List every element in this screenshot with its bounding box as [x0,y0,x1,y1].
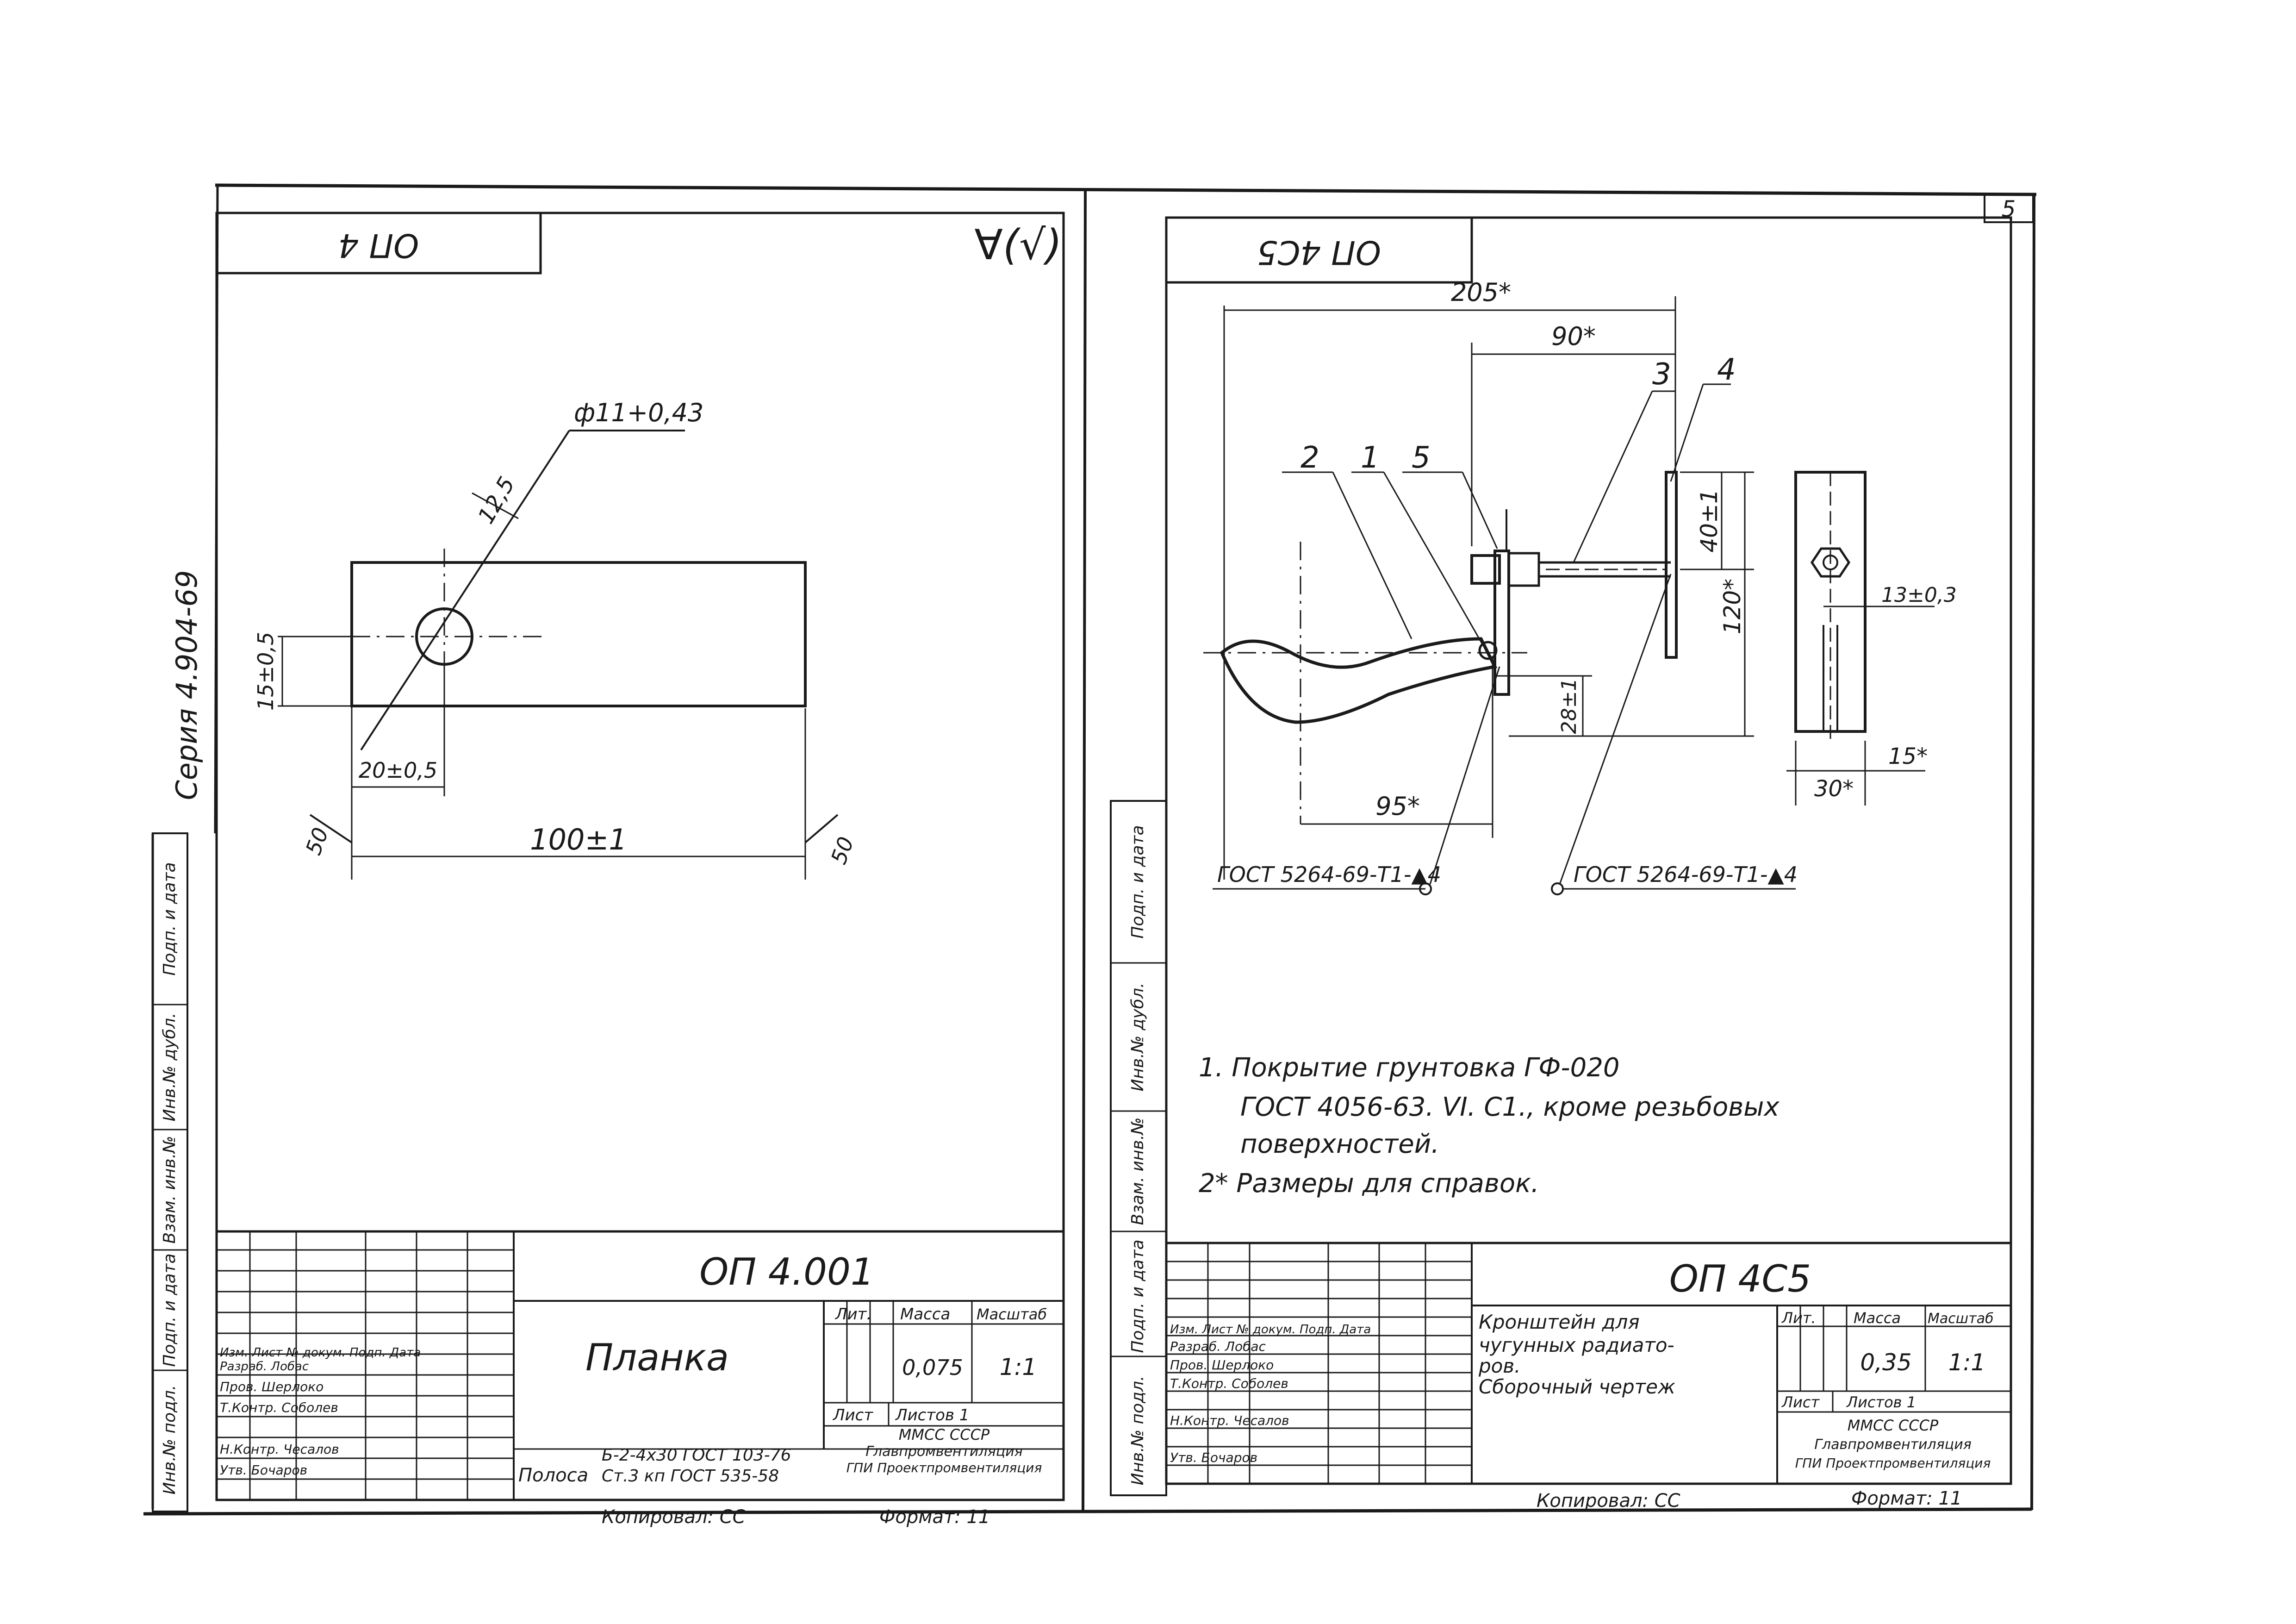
right-title-4: Сборочный чертеж [1479,1375,1675,1398]
left-material-2: Ст.3 кп ГОСТ 535-58 [602,1467,779,1486]
right-side-label-4: Инв.№ дубл. [1128,983,1147,1092]
right-title-block: Изм. Лист № докум. Подп. Дата Разраб. Ло… [1165,1242,2012,1485]
right-sheet-lbl: Лист [1781,1393,1820,1411]
right-mirrored-code: ОП 4С5 [1257,233,1381,271]
right-mass-h: Масса [1854,1309,1901,1327]
dim-205: 205* [1451,278,1511,307]
left-scale: 1:1 [1000,1354,1037,1380]
dim-15: 15* [1888,743,1928,769]
right-sig-row-3: Т.Контр. Соболев [1170,1376,1288,1391]
cut-right: 50 [826,833,859,867]
series-label: Серия 4.904-69 [170,570,204,800]
dim-13: 13±0,3 [1881,583,1957,607]
left-side-strip: Инв.№ подл. Подп. и дата Взам. инв.№ Инв… [152,832,188,1512]
dim-30: 30* [1814,776,1854,802]
left-sheet: ОП 4 ∀(√) Серия 4.904-69 ф11+0,43 12,5 1… [152,212,1065,1528]
callout-5: 5 [1412,441,1431,475]
right-sig-row-2: Пров. Шерлоко [1170,1357,1274,1373]
left-org-3: ГПИ Проектпромвентиляция [846,1460,1042,1475]
right-sig-row-1: Разраб. Лобас [1170,1339,1266,1354]
right-org-2: Главпромвентиляция [1814,1437,1972,1453]
left-sig-row-2: Пров. Шерлоко [220,1379,324,1394]
callout-3: 3 [1652,357,1671,392]
left-lit: Лит. [834,1305,871,1324]
right-scale: 1:1 [1948,1349,1985,1376]
left-copied: Копировал: СС [602,1506,746,1528]
left-material-1: Б-2-4х30 ГОСТ 103-76 [602,1446,791,1465]
note-4: 2* Размеры для справок. [1199,1168,1539,1199]
left-side-label-4: Инв.№ дубл. [160,1013,179,1122]
right-org-1: ММСС СССР [1848,1417,1939,1434]
note-1: 1. Покрытие грунтовка ГФ-020 [1199,1053,1620,1083]
right-side-label-2: Подп. и дата [1128,1239,1147,1353]
weld-2: ГОСТ 5264-69-Т1-▲4 [1574,862,1798,887]
right-org-3: ГПИ Проектпромвентиляция [1795,1455,1991,1471]
dim-90: 90* [1551,322,1596,351]
left-sig-row-4: Н.Контр. Чесалов [220,1442,339,1457]
callout-4: 4 [1717,353,1736,387]
h-dim: 15±0,5 [253,632,278,711]
left-side-label-5: Подп. и дата [160,862,179,975]
left-format: Формат: 11 [879,1506,990,1528]
left-title-block: Изм. Лист № докум. Подп. Дата Разраб. Ло… [215,1230,1065,1501]
left-org-2: Главпромвентиляция [865,1443,1023,1460]
right-sheet: ОП 4С5 205* 90* [1110,216,2012,1512]
x-dim: 20±0,5 [359,758,437,783]
plate-part: ф11+0,43 12,5 15±0,5 20±0,5 100±1 50 50 [253,398,859,880]
left-title: Планка [585,1336,729,1379]
hole-dim: ф11+0,43 [574,398,703,427]
right-mass: 0,35 [1860,1349,1911,1376]
note-3: поверхностей. [1240,1129,1439,1159]
left-side-label-3: Взам. инв.№ [160,1136,179,1244]
right-side-strip: Инв.№ подл. Подп. и дата Взам. инв.№ Инв… [1110,800,1167,1496]
dim-120: 120* [1719,579,1746,634]
right-sig-row-0: Изм. Лист № докум. Подп. Дата [1170,1323,1371,1337]
right-title-3: ров. [1478,1355,1520,1377]
right-title-1: Кронштейн для [1479,1311,1640,1333]
callout-1: 1 [1361,441,1380,475]
right-sig-row-5: Утв. Бочаров [1170,1450,1257,1465]
len-dim: 100±1 [530,823,627,856]
left-scale-h: Масштаб [977,1305,1047,1323]
right-designation: ОП 4С5 [1669,1257,1811,1300]
dim-40: 40±1 [1696,489,1723,552]
left-material-prefix: Полоса [518,1465,588,1486]
left-designation: ОП 4.001 [699,1250,874,1293]
bracket-assembly: 205* 90* 40±1 120* [1203,278,1957,895]
right-scale-h: Масштаб [1928,1311,1994,1327]
left-org-1: ММСС СССР [899,1426,990,1443]
roughness-mark: ∀(√) [974,221,1062,269]
notes: 1. Покрытие грунтовка ГФ-020 ГОСТ 4056-6… [1199,1053,1780,1199]
left-side-label-2: Подп. и дата [160,1253,179,1367]
left-sheets: Листов 1 [895,1406,969,1424]
left-mass: 0,075 [902,1355,963,1380]
right-format: Формат: 11 [1851,1488,1962,1509]
r-dim: 12,5 [473,472,520,528]
left-side-label-1: Инв.№ подл. [160,1385,179,1495]
left-sheet-lbl: Лист [832,1406,873,1424]
right-side-label-1: Инв.№ подл. [1128,1376,1147,1486]
right-lit: Лит. [1781,1309,1816,1327]
right-sig-row-4: Н.Контр. Чесалов [1170,1413,1289,1428]
right-side-label-5: Подп. и дата [1128,825,1147,938]
callout-2: 2 [1300,441,1319,475]
right-sheets: Листов 1 [1846,1393,1916,1411]
note-2: ГОСТ 4056-63. VI. С1., кроме резьбовых [1240,1092,1780,1122]
dim-95: 95* [1375,792,1420,821]
dim-28: 28±1 [1557,678,1581,734]
right-title-2: чугунных радиато- [1479,1334,1674,1356]
left-mass-h: Масса [900,1305,950,1324]
left-sig-row-5: Утв. Бочаров [220,1462,307,1478]
cut-left: 50 [301,824,334,858]
outer-frame [143,183,2037,1516]
right-copied: Копировал: СС [1537,1490,1680,1512]
left-sig-row-1: Разраб. Лобас [220,1360,309,1374]
right-side-label-3: Взам. инв.№ [1128,1118,1147,1225]
weld-1: ГОСТ 5264-69-Т1-▲4 [1217,862,1441,887]
left-mirrored-code: ОП 4 [338,226,419,264]
left-sig-row-0: Изм. Лист № докум. Подп. Дата [220,1346,421,1360]
left-sig-row-3: Т.Контр. Соболев [220,1400,338,1415]
